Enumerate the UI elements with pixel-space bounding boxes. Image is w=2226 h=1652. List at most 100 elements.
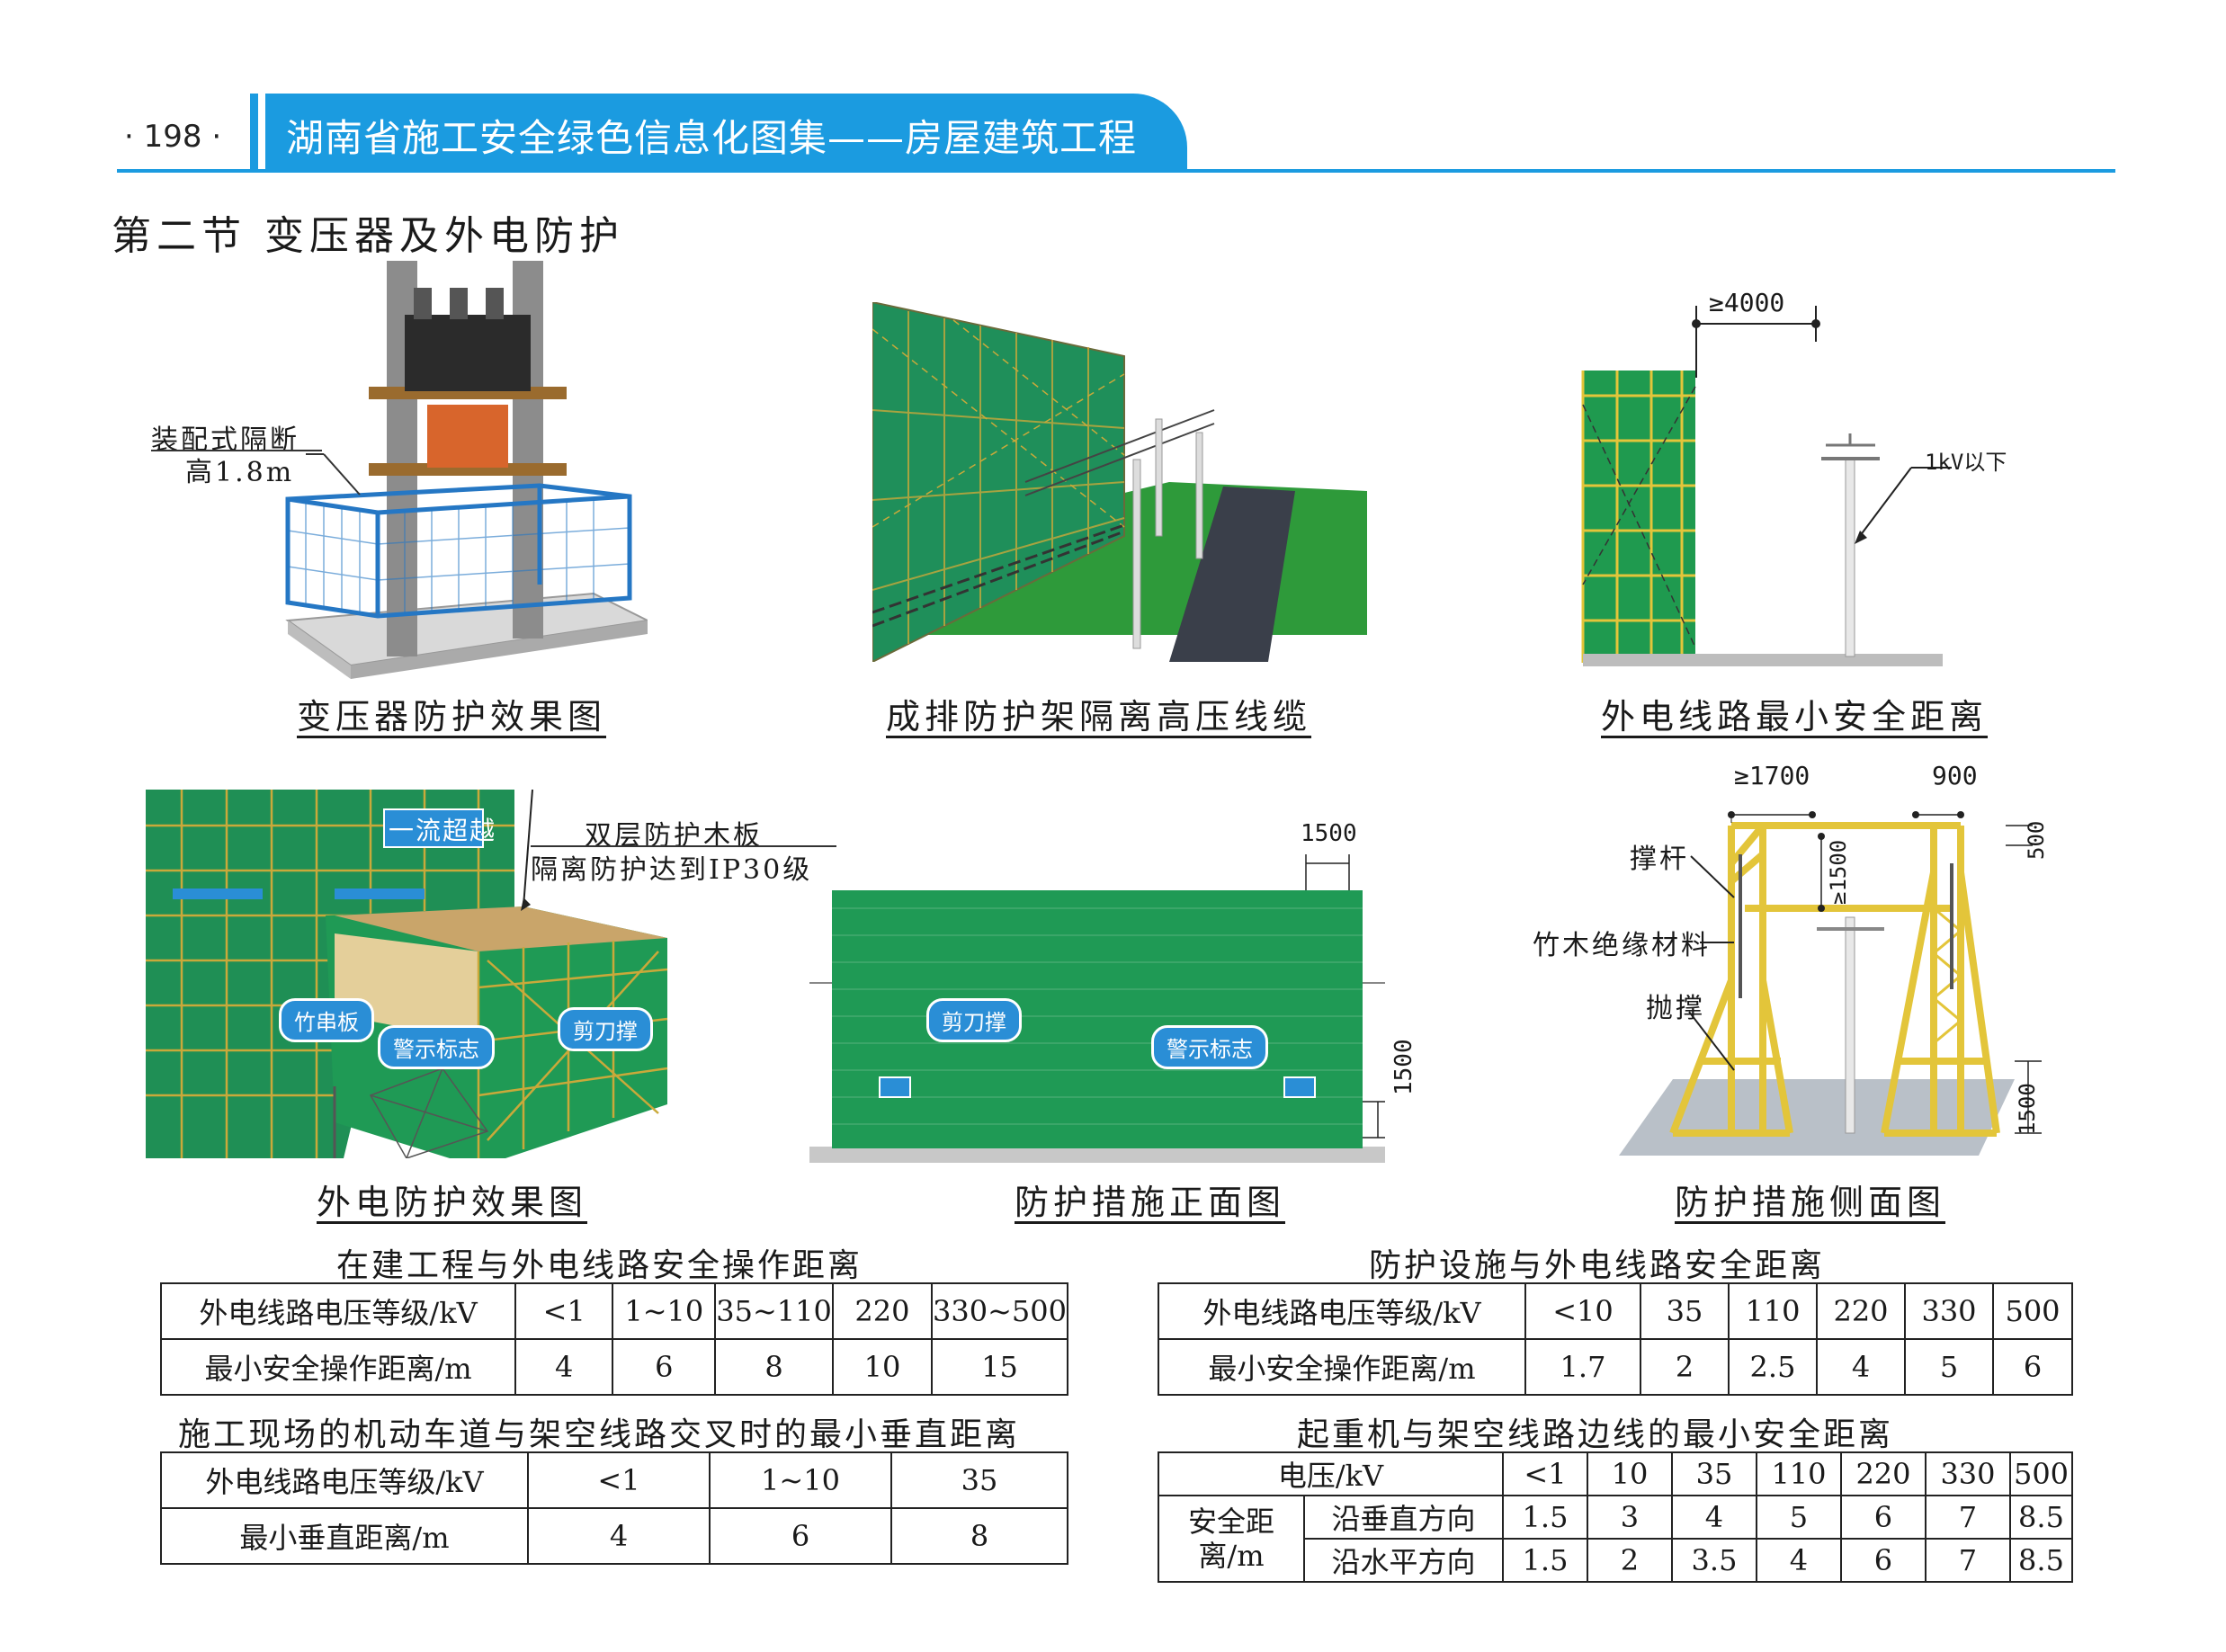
table1-cell: 8 — [714, 1338, 834, 1396]
table1-cell: 最小安全操作距离/m — [159, 1338, 517, 1396]
table4-cell: 330 — [1924, 1451, 2011, 1496]
label-strut: 撑杆 — [1630, 844, 1689, 875]
table1-cell: 35~110 — [714, 1282, 834, 1340]
table4: 电压/kV <1 10 35 110 220 330 500 安全距离/m 沿垂… — [1158, 1451, 2074, 1583]
table4-cell: 220 — [1839, 1451, 1927, 1496]
table1-cell: 1~10 — [612, 1282, 717, 1340]
table4-cell: 4 — [1755, 1538, 1842, 1583]
header-banner — [265, 94, 1187, 171]
table3-title: 施工现场的机动车道与架空线路交叉时的最小垂直距离 — [178, 1416, 1021, 1453]
effect-label-line2: 隔离防护达到IP30级 — [531, 854, 813, 886]
table4-cell: 500 — [2008, 1451, 2074, 1496]
table2-cell: 2 — [1640, 1338, 1730, 1396]
header-rule — [117, 169, 2115, 173]
book-title: 湖南省施工安全绿色信息化图集——房屋建筑工程 — [286, 116, 1138, 160]
table3-cell: 8 — [890, 1507, 1068, 1565]
table2-cell: 110 — [1728, 1282, 1818, 1340]
table4-cell: 35 — [1670, 1451, 1757, 1496]
tag-brace-front: 剪刀撑 — [926, 998, 1022, 1042]
table1: 外电线路电压等级/kV <1 1~10 35~110 220 330~500 最… — [159, 1282, 1068, 1396]
tag-brace-effect: 剪刀撑 — [558, 1007, 653, 1051]
table3-cell: 1~10 — [709, 1451, 892, 1509]
table2-header-row: 外电线路电压等级/kV <10 35 110 220 330 500 — [1158, 1282, 2073, 1340]
table3-cell: 4 — [527, 1507, 711, 1565]
table2-cell: 最小安全操作距离/m — [1158, 1338, 1526, 1396]
table3-header-row: 外电线路电压等级/kV <1 1~10 35 — [160, 1451, 1068, 1509]
table1-cell: 外电线路电压等级/kV — [159, 1282, 517, 1340]
table2: 外电线路电压等级/kV <10 35 110 220 330 500 最小安全操… — [1158, 1282, 2073, 1396]
table3-cell: 35 — [890, 1451, 1068, 1509]
section-title: 第二节 变压器及外电防护 — [112, 213, 624, 259]
table4-cell: 7 — [1924, 1538, 2011, 1583]
dim-front-top: 1500 — [1301, 820, 1357, 847]
front-illustration — [809, 854, 1385, 1163]
tag-warning-effect: 警示标志 — [378, 1025, 495, 1069]
page-number: · 198 · — [124, 119, 222, 155]
table4-cell: 2 — [1586, 1538, 1673, 1583]
table4-cell: 1.5 — [1501, 1538, 1588, 1583]
table4-cell: 8.5 — [2008, 1495, 2074, 1540]
table3-cell: 外电线路电压等级/kV — [160, 1451, 529, 1509]
table1-cell: 4 — [514, 1338, 614, 1396]
table2-cell: 1.7 — [1524, 1338, 1641, 1396]
table1-title: 在建工程与外电线路安全操作距离 — [336, 1247, 863, 1284]
dim-side-900: 900 — [1932, 761, 1978, 790]
table3-row: 最小垂直距离/m 4 6 8 — [160, 1507, 1068, 1565]
table4-cell: 110 — [1755, 1451, 1842, 1496]
table4-cell: <1 — [1501, 1451, 1588, 1496]
dim-side-1500-mid: ≥1500 — [1826, 839, 1851, 905]
effect-sign-text: 一流超越 — [389, 816, 497, 845]
table4-cell: 沿水平方向 — [1303, 1538, 1504, 1583]
caption-side: 防护措施侧面图 — [1675, 1183, 1946, 1222]
caption-effect: 外电防护效果图 — [317, 1183, 588, 1222]
dim-side-1500-bottom: 1500 — [2015, 1083, 2040, 1135]
table4-cell: 3.5 — [1670, 1538, 1757, 1583]
table4-cell: 沿垂直方向 — [1303, 1495, 1504, 1540]
label-brace: 抛撑 — [1646, 993, 1705, 1024]
table1-row: 最小安全操作距离/m 4 6 8 10 15 — [159, 1338, 1068, 1396]
caption-min-distance: 外电线路最小安全距离 — [1601, 697, 1989, 737]
table4-cell: 5 — [1755, 1495, 1842, 1540]
table2-cell: 330 — [1904, 1282, 1994, 1340]
dim-side-1700: ≥1700 — [1734, 761, 1810, 790]
table1-cell: 330~500 — [931, 1282, 1068, 1340]
side-illustration — [1619, 811, 2042, 1156]
table2-cell: 2.5 — [1728, 1338, 1818, 1396]
caption-row-fence: 成排防护架隔离高压线缆 — [886, 697, 1312, 737]
table1-cell: 220 — [831, 1282, 934, 1340]
transformer-label-line2: 高1.8m — [185, 457, 295, 488]
table4-cell: 10 — [1586, 1451, 1673, 1496]
table4-row: 安全距离/m 沿垂直方向 1.5 3 4 5 6 7 8.5 — [1158, 1495, 2074, 1583]
table2-cell: 4 — [1816, 1338, 1906, 1396]
tag-warning-front: 警示标志 — [1151, 1025, 1268, 1069]
table4-title: 起重机与架空线路边线的最小安全距离 — [1297, 1416, 1894, 1453]
dim-side-500: 500 — [2024, 820, 2049, 860]
transformer-leader-line — [151, 450, 322, 451]
table4-cell: 4 — [1670, 1495, 1757, 1540]
table3-cell: 6 — [709, 1507, 892, 1565]
table4-cell: 8.5 — [2008, 1538, 2074, 1583]
row-fence-illustration — [872, 302, 1367, 662]
table2-title: 防护设施与外电线路安全距离 — [1369, 1247, 1826, 1284]
table3-cell: <1 — [527, 1451, 711, 1509]
table2-row: 最小安全操作距离/m 1.7 2 2.5 4 5 6 — [1158, 1338, 2073, 1396]
table3-cell: 最小垂直距离/m — [160, 1507, 529, 1565]
table1-cell: 6 — [612, 1338, 717, 1396]
table3: 外电线路电压等级/kV <1 1~10 35 最小垂直距离/m 4 6 8 — [160, 1451, 1068, 1565]
table2-cell: 35 — [1640, 1282, 1730, 1340]
transformer-illustration — [285, 261, 648, 679]
table2-cell: 220 — [1816, 1282, 1906, 1340]
table1-header-row: 外电线路电压等级/kV <1 1~10 35~110 220 330~500 — [159, 1282, 1068, 1340]
table4-row: 沿水平方向 1.5 2 3.5 4 6 7 8.5 — [1158, 1538, 2074, 1583]
voltage-label: 1kV以下 — [1925, 450, 2007, 475]
table4-cell: 7 — [1924, 1495, 2011, 1540]
table4-cell: 6 — [1839, 1495, 1927, 1540]
table1-cell: 15 — [931, 1338, 1068, 1396]
header-accent-bar — [250, 94, 258, 171]
dim-min-4000: ≥4000 — [1709, 288, 1785, 317]
table2-cell: 外电线路电压等级/kV — [1158, 1282, 1526, 1340]
table4-group-label: 安全距离/m — [1158, 1495, 1305, 1583]
table2-cell: <10 — [1524, 1282, 1641, 1340]
table1-cell: 10 — [831, 1338, 934, 1396]
dim-front-bottom: 1500 — [1390, 1039, 1417, 1095]
